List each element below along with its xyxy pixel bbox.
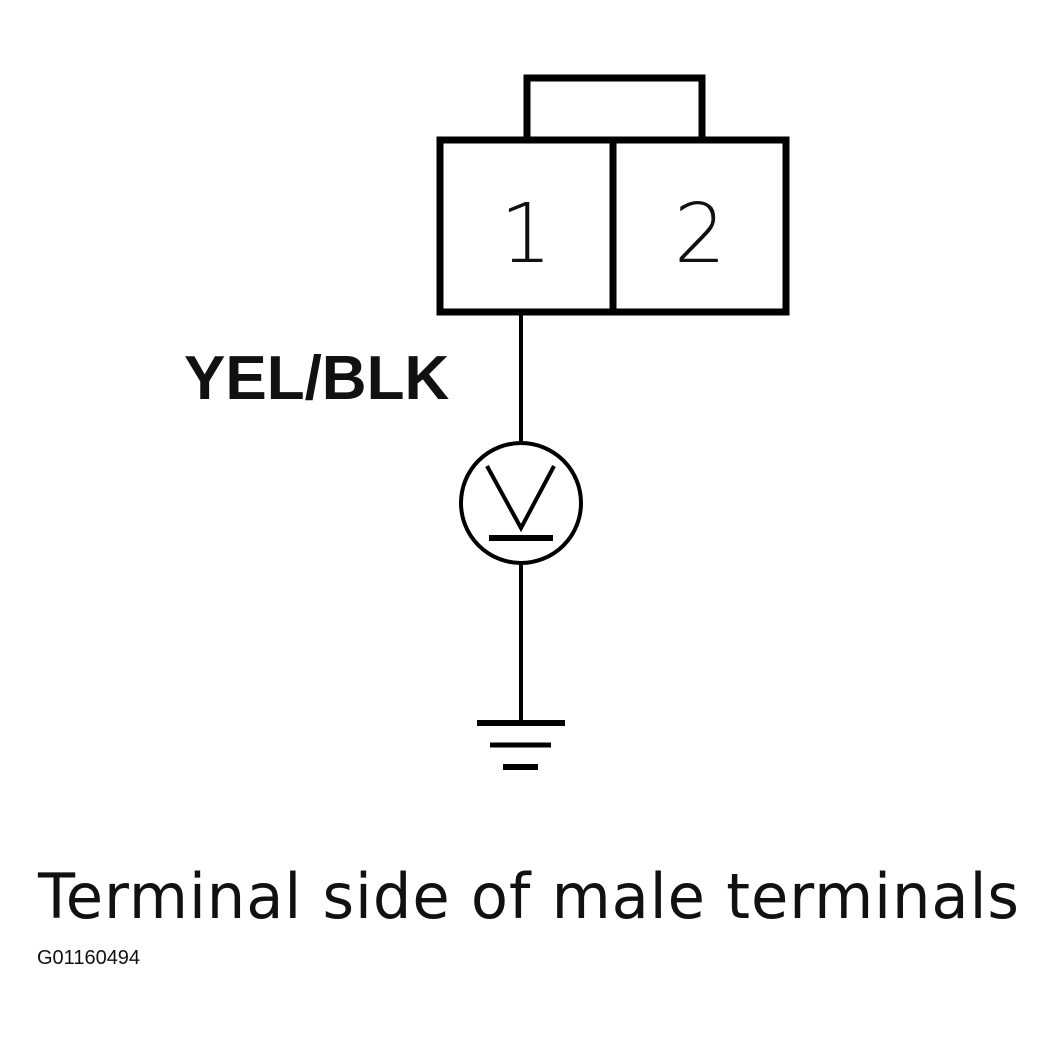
- wire-color-label: YEL/BLK: [184, 344, 449, 413]
- terminal-2-label: 2: [674, 187, 726, 282]
- terminal-1-label: 1: [500, 187, 552, 282]
- diagram-caption: Terminal side of male terminals: [37, 860, 1020, 933]
- ground-icon: [477, 720, 565, 770]
- voltmeter-icon: [459, 441, 583, 565]
- figure-id: G01160494: [37, 947, 140, 969]
- connector-lock-tab: [523, 74, 706, 138]
